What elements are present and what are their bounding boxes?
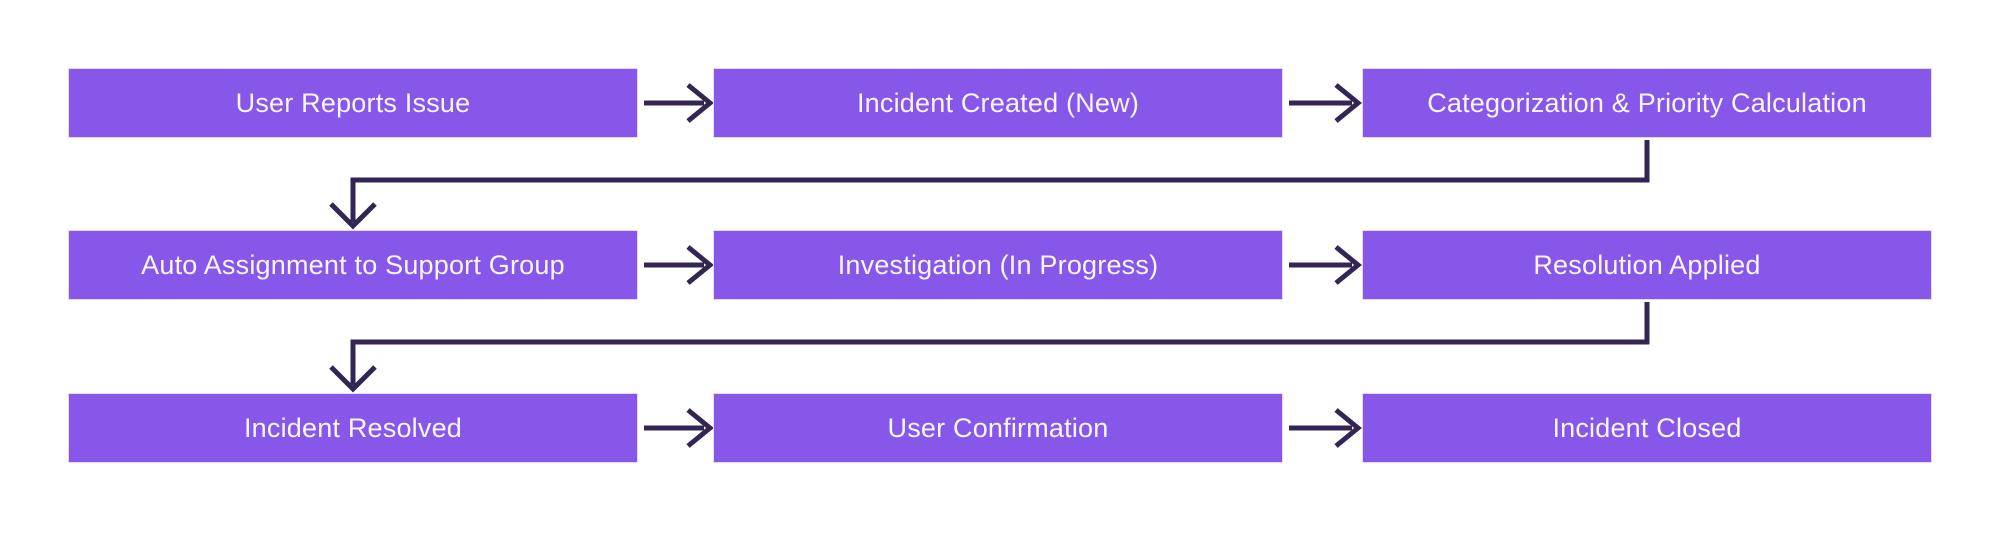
arrow-incident-resolved-to-user-confirmation: [644, 408, 714, 448]
arrow-resolution-applied-to-incident-resolved: [329, 302, 1650, 393]
arrow-user-confirmation-to-incident-closed: [1289, 408, 1362, 448]
flow-node-incident-resolved: Incident Resolved: [68, 393, 638, 463]
arrow-auto-assignment-to-investigation: [644, 245, 714, 285]
arrow-investigation-to-resolution-applied: [1289, 245, 1362, 285]
flow-node-investigation: Investigation (In Progress): [713, 230, 1283, 300]
arrow-user-reports-to-incident-created: [644, 83, 714, 123]
flow-node-resolution-applied: Resolution Applied: [1362, 230, 1932, 300]
flow-node-incident-created: Incident Created (New): [713, 68, 1283, 138]
arrow-categorization-to-auto-assignment: [329, 140, 1650, 230]
arrow-incident-created-to-categorization: [1289, 83, 1362, 123]
flow-node-user-reports-issue: User Reports Issue: [68, 68, 638, 138]
flow-node-categorization-priority: Categorization & Priority Calculation: [1362, 68, 1932, 138]
flow-node-incident-closed: Incident Closed: [1362, 393, 1932, 463]
flow-node-user-confirmation: User Confirmation: [713, 393, 1283, 463]
flow-node-auto-assignment: Auto Assignment to Support Group: [68, 230, 638, 300]
